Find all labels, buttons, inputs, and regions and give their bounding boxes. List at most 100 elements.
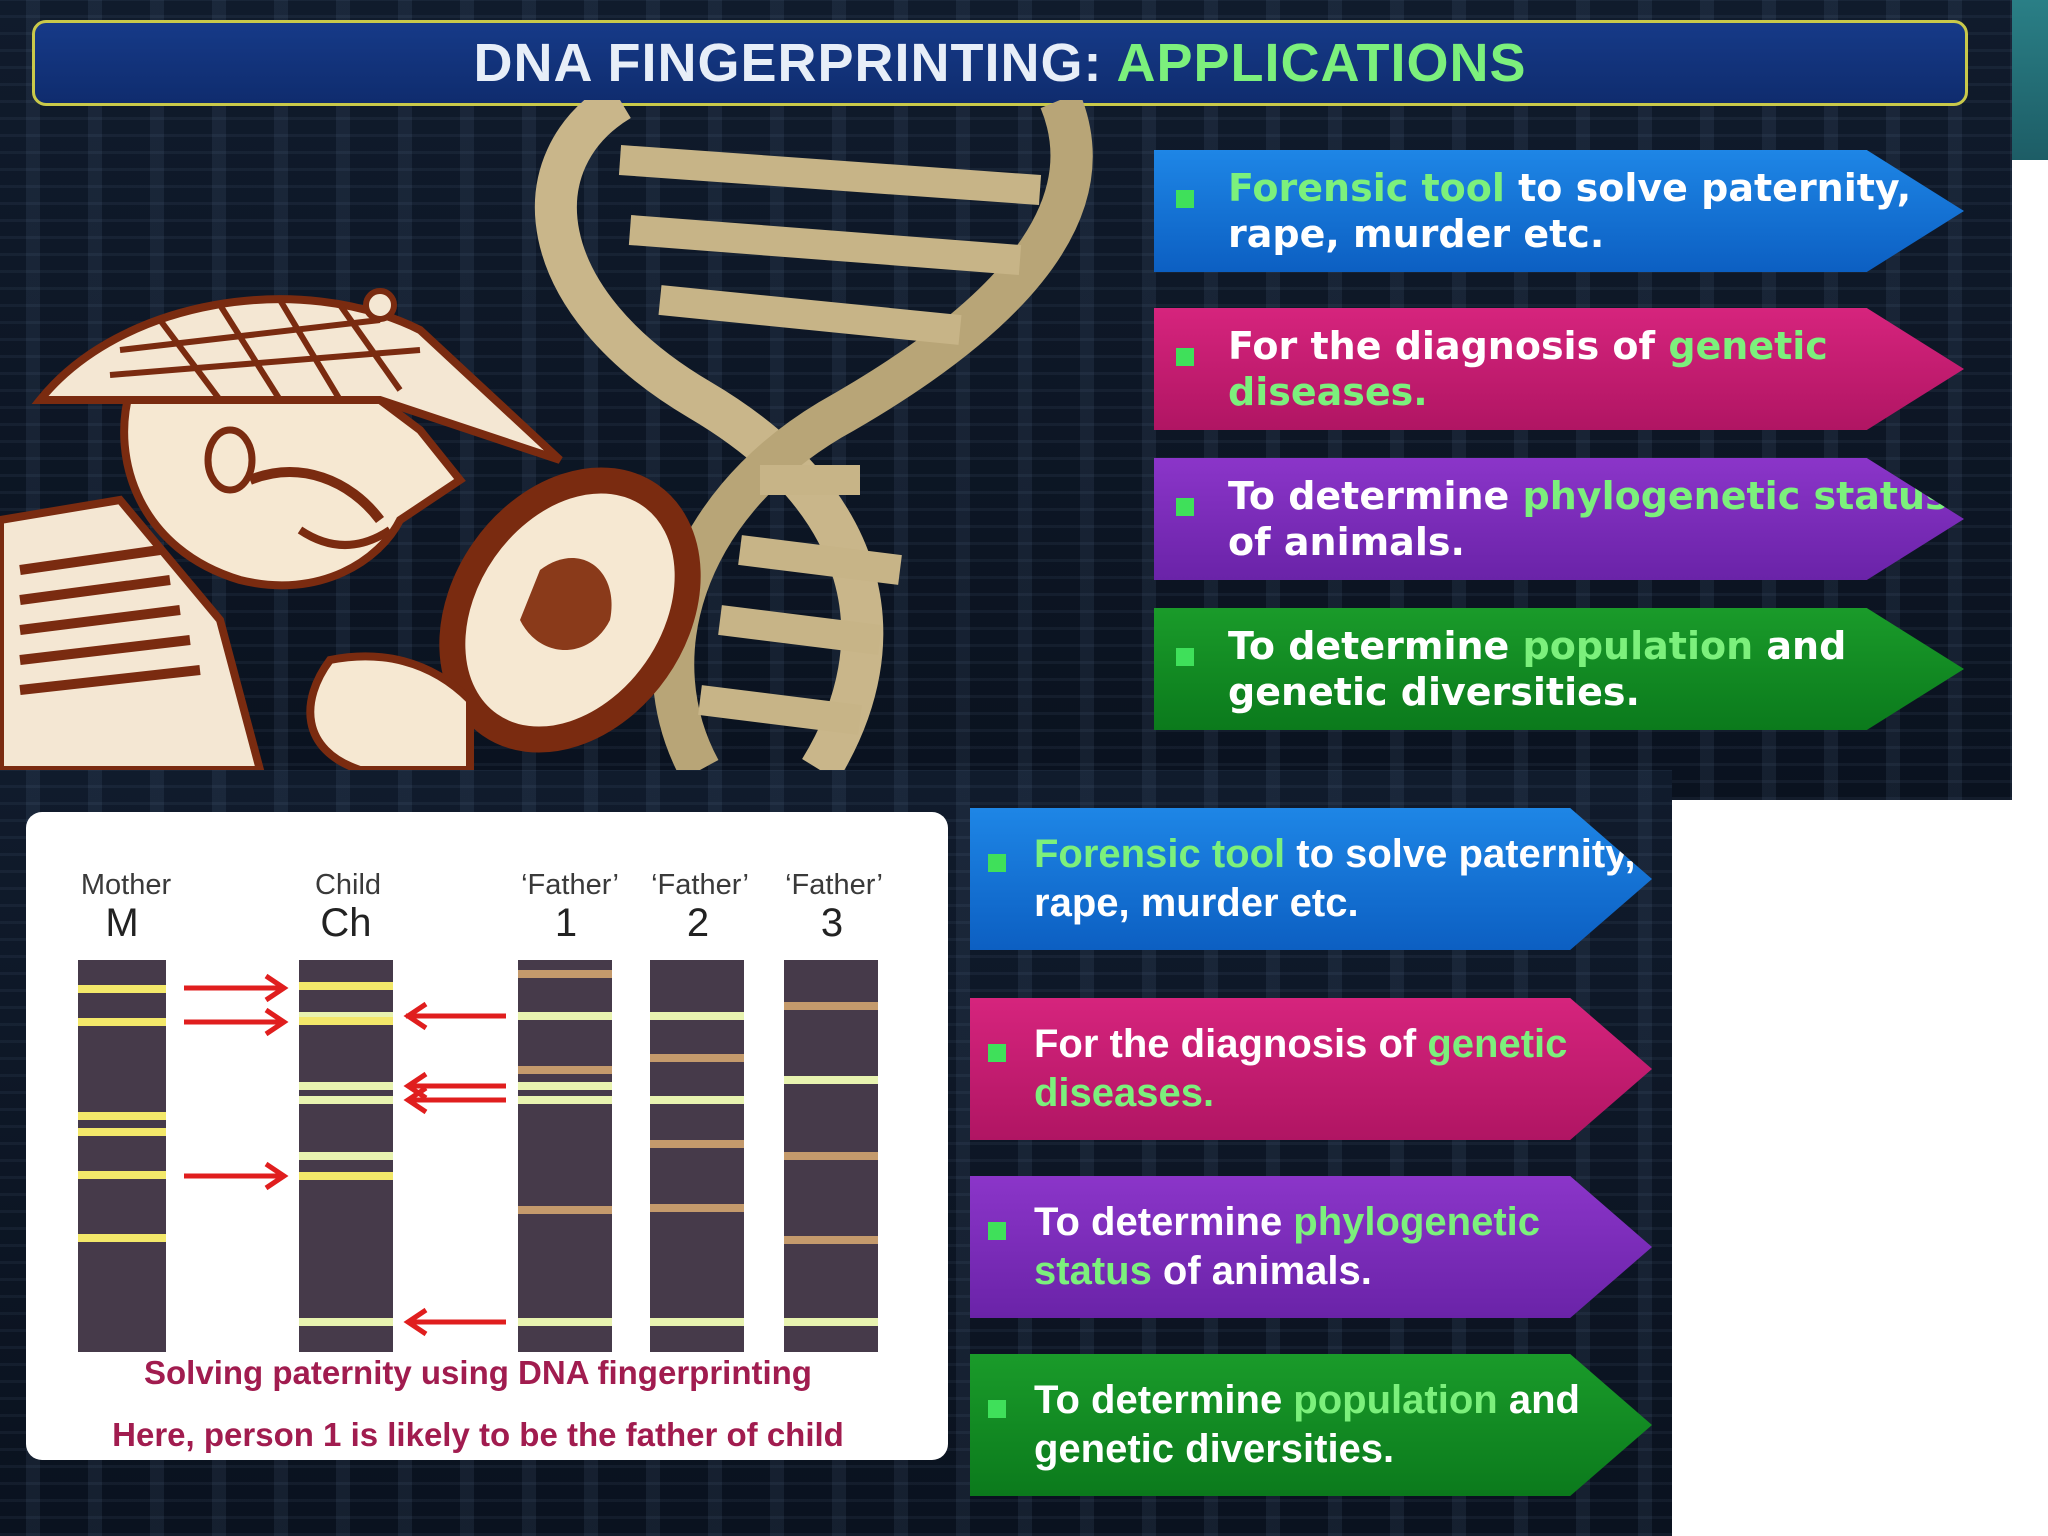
arrow-left-icon: [403, 1307, 506, 1337]
title-bar: DNA FINGERPRINTING: APPLICATIONS: [32, 20, 1968, 106]
app-4-pre: To determine: [1228, 623, 1523, 668]
band: [299, 1096, 393, 1104]
lane-code-father-1: 1: [555, 901, 577, 945]
app-3-pre: To determine: [1228, 473, 1523, 518]
app-1-post: to solve paternity, rape, murder etc.: [1228, 165, 1912, 256]
lane-father-1: [518, 960, 612, 1352]
band: [650, 1096, 744, 1104]
app-3-post: of animals.: [1151, 1249, 1372, 1293]
application-genetic-diseases: For the diagnosis of genetic diseases.: [970, 998, 1652, 1140]
band: [518, 1012, 612, 1020]
teal-side-strip: [2012, 0, 2048, 160]
caption-line-1: Solving paternity using DNA fingerprinti…: [144, 1354, 812, 1391]
lane-code-father-3: 3: [821, 901, 843, 945]
title-main: DNA FINGERPRINTING:: [473, 33, 1117, 93]
application-phylogenetic: To determine phylogenetic status of anim…: [1154, 458, 1964, 580]
application-genetic-diseases: For the diagnosis of genetic diseases.: [1154, 308, 1964, 430]
band: [299, 1172, 393, 1180]
band: [299, 1318, 393, 1326]
band: [518, 1066, 612, 1074]
app-4-pre: To determine: [1034, 1378, 1294, 1423]
band: [518, 1082, 612, 1090]
page-title: DNA FINGERPRINTING: APPLICATIONS: [474, 32, 1527, 94]
band: [78, 1018, 166, 1026]
arrow-left-icon: [403, 1085, 506, 1115]
app-1-post: to solve paternity, rape, murder etc.: [1034, 832, 1636, 925]
arrow-left-icon: [403, 1001, 506, 1031]
band: [78, 1234, 166, 1242]
app-3-highlight: phylogenetic status: [1522, 473, 1948, 518]
app-2-pre: For the diagnosis of: [1034, 1022, 1428, 1067]
lane-label-father-3: ‘Father’: [785, 869, 883, 901]
bullet-icon: [988, 854, 1006, 872]
band: [518, 1318, 612, 1326]
band: [78, 1171, 166, 1179]
band: [650, 1204, 744, 1212]
band: [784, 1318, 878, 1326]
app-3-post: of animals.: [1228, 520, 1465, 564]
gel-lanes: [78, 960, 878, 1352]
arrow-left-icon: [403, 1071, 506, 1101]
app-4-post: and genetic diversities.: [1228, 623, 1847, 714]
application-population: To determine population and genetic dive…: [1154, 608, 1964, 730]
bullet-icon: [1176, 648, 1194, 666]
app-2-highlight: genetic diseases.: [1034, 1022, 1568, 1115]
lane-code-father-2: 2: [687, 901, 709, 945]
app-1-highlight: Forensic tool: [1228, 165, 1505, 210]
app-4-highlight: population: [1293, 1378, 1498, 1423]
lane-label-mother: Mother: [81, 869, 172, 901]
app-3-highlight: phylogenetic status: [1034, 1200, 1540, 1293]
band: [650, 1012, 744, 1020]
app-1-highlight: Forensic tool: [1034, 832, 1286, 877]
bullet-icon: [988, 1222, 1006, 1240]
bullet-icon: [1176, 348, 1194, 366]
band: [518, 970, 612, 978]
lane-label-child: Child: [315, 869, 381, 901]
detective-icon: [0, 288, 701, 770]
paternity-diagram-card: Mother M Child Ch ‘Father’ 1 ‘Father’ 2 …: [26, 812, 948, 1460]
detective-dna-illustration: [0, 100, 1093, 770]
top-slide: DNA FINGERPRINTING: APPLICATIONS: [0, 0, 2012, 800]
arrow-right-icon: [184, 1007, 289, 1037]
lane-code-child: Ch: [320, 901, 371, 945]
application-population: To determine population and genetic dive…: [970, 1354, 1652, 1496]
application-forensic: Forensic tool to solve paternity, rape, …: [1154, 150, 1964, 272]
bottom-slide: Mother M Child Ch ‘Father’ 1 ‘Father’ 2 …: [0, 770, 1672, 1536]
caption-line-2: Here, person 1 is likely to be the fathe…: [112, 1416, 844, 1453]
app-4-highlight: population: [1522, 623, 1754, 668]
band: [299, 1082, 393, 1090]
title-accent: APPLICATIONS: [1116, 33, 1527, 93]
lane-label-father-1: ‘Father’: [521, 869, 619, 901]
band: [78, 1112, 166, 1120]
app-3-pre: To determine: [1034, 1200, 1294, 1245]
lane-father-2: [650, 960, 744, 1352]
band: [650, 1054, 744, 1062]
band: [78, 1128, 166, 1136]
inheritance-arrows: [184, 973, 506, 1337]
app-2-pre: For the diagnosis of: [1228, 323, 1669, 368]
lane-label-father-2: ‘Father’: [651, 869, 749, 901]
band: [518, 1206, 612, 1214]
band: [299, 1017, 393, 1025]
band: [299, 1152, 393, 1160]
app-2-highlight: genetic diseases.: [1228, 323, 1828, 414]
band: [650, 1318, 744, 1326]
bullet-icon: [1176, 190, 1194, 208]
band: [784, 1236, 878, 1244]
application-forensic: Forensic tool to solve paternity, rape, …: [970, 808, 1652, 950]
arrow-right-icon: [184, 1161, 289, 1191]
bullet-icon: [1176, 498, 1194, 516]
band: [784, 1076, 878, 1084]
band: [78, 985, 166, 993]
band: [518, 1096, 612, 1104]
band: [299, 982, 393, 990]
bullet-icon: [988, 1044, 1006, 1062]
gel-bands: [78, 970, 878, 1326]
band: [784, 1152, 878, 1160]
app-4-post: and genetic diversities.: [1034, 1378, 1580, 1471]
paternity-diagram: Mother M Child Ch ‘Father’ 1 ‘Father’ 2 …: [78, 869, 883, 1453]
arrow-right-icon: [184, 973, 289, 1003]
application-phylogenetic: To determine phylogenetic status of anim…: [970, 1176, 1652, 1318]
band: [650, 1140, 744, 1148]
